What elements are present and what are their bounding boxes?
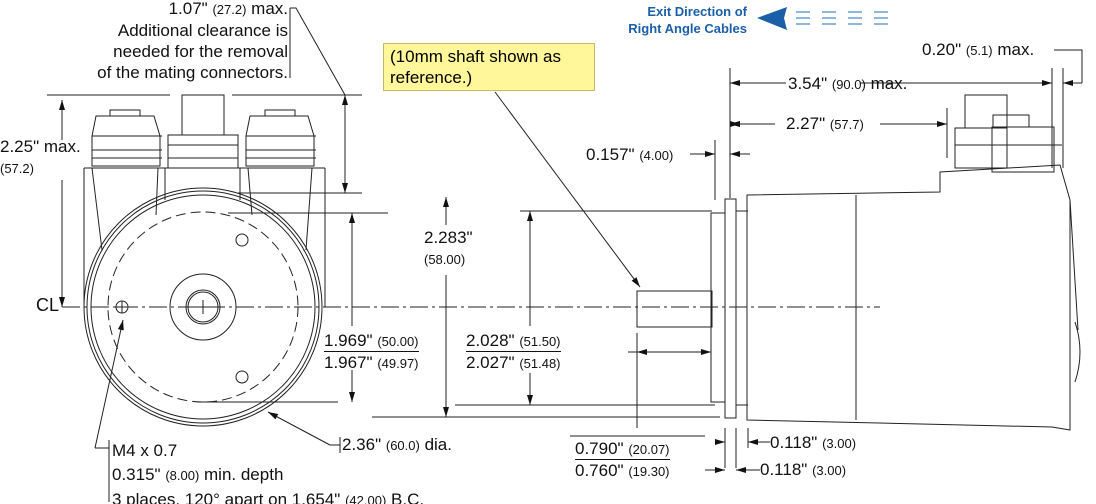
dims-d0118b-metric: (3.00) — [812, 463, 847, 478]
clearance-line: Additional clearance is — [117, 21, 288, 40]
height-metric: (57.2) — [0, 161, 34, 176]
clearance-note: 1.07" (27.2) max. Additional clearance i… — [97, 0, 288, 83]
dim-2-36-dia: 2.36" (60.0) dia. — [342, 436, 452, 455]
dim-3-54: 3.54" (90.0) max. — [788, 75, 907, 94]
dim-2-283: 2.283" — [424, 228, 473, 247]
dim-0-790: 0.790" (20.07) — [575, 439, 670, 460]
dims-d0118b-dim: 0.118" — [760, 460, 808, 479]
dims-d0157-dim: 0.157" — [586, 145, 635, 164]
exit-line1: Exit Direction of — [647, 4, 747, 19]
exit-line2: Right Angle Cables — [628, 21, 747, 36]
side-view — [636, 94, 1081, 431]
dims-d1967-dim: 1.967" — [324, 353, 373, 372]
dims-d0790-metric: (20.07) — [628, 442, 670, 457]
dim-0-760: 0.760" (19.30) — [575, 462, 670, 481]
thread_note-line3_metric: (42.00) — [345, 493, 387, 504]
clearance-line: needed for the removal — [113, 42, 288, 61]
dims-d0790-dim: 0.790" — [575, 439, 624, 458]
thread-note: M4 x 0.7 0.315" (8.00) min. depth 3 plac… — [112, 439, 424, 504]
dim-1-967: 1.967" (49.97) — [324, 354, 419, 373]
dim-2-283-metric: (58.00) — [424, 252, 466, 267]
dim-0-118-b: 0.118" (3.00) — [760, 461, 846, 480]
dims-d227-metric: (57.7) — [829, 117, 864, 132]
dims-d2028-metric: (51.50) — [519, 334, 561, 349]
dims-d0760-metric: (19.30) — [628, 464, 670, 479]
clearance-suffix: max. — [251, 0, 288, 18]
dims-d020-suffix: max. — [997, 40, 1035, 59]
dims-d2027-dim: 2.027" — [466, 353, 515, 372]
thread_note-line2_dim: 0.315" — [112, 465, 161, 484]
dims-d0760-dim: 0.760" — [575, 461, 624, 480]
dims-d020-metric: (5.1) — [965, 43, 993, 58]
dim-0-20: 0.20" (5.1) max. — [922, 41, 1034, 60]
dims-d2028-dim: 2.028" — [466, 331, 515, 350]
centerline-symbol: CL — [36, 295, 60, 315]
dims-d236-dim: 2.36" — [342, 435, 382, 454]
clearance-dim: 1.07" — [168, 0, 208, 18]
thread_note-line2_suffix: min. depth — [204, 465, 284, 484]
thread-line1: M4 x 0.7 — [112, 441, 178, 460]
dim-2-027: 2.027" (51.48) — [466, 354, 561, 373]
dims-d1969-dim: 1.969" — [324, 331, 373, 350]
dimension-lines — [47, 7, 1083, 502]
dim-2-27: 2.27" (57.7) — [786, 115, 864, 134]
clearance-metric: (27.2) — [212, 2, 247, 17]
exit-direction-label: Exit Direction of Right Angle Cables — [628, 3, 747, 37]
clearance-line: of the mating connectors. — [97, 63, 288, 82]
dim-0-157: 0.157" (4.00) — [586, 146, 673, 165]
dims-d236-metric: (60.0) — [385, 438, 420, 453]
dims-d354-metric: (90.0) — [831, 77, 866, 92]
dims-d0118a-dim: 0.118" — [770, 433, 818, 452]
thread_note-line2_metric: (8.00) — [165, 468, 200, 483]
dim-0-118-a: 0.118" (3.00) — [770, 434, 856, 453]
dim-1-969: 1.969" (50.00) — [324, 331, 419, 352]
thread_note-line3_pre: 3 places, 120° apart on 1.654" — [112, 490, 341, 504]
dims-d020-dim: 0.20" — [922, 40, 962, 59]
dims-d2027-metric: (51.48) — [519, 356, 561, 371]
dims-d227-dim: 2.27" — [786, 114, 826, 133]
dims-d1969-metric: (50.00) — [377, 334, 419, 349]
dims-d354-dim: 3.54" — [788, 74, 828, 93]
shaft-note: (10mm shaft shown as reference.) — [383, 43, 595, 91]
exit-direction-arrow-icon — [757, 7, 888, 30]
dims-d0118a-metric: (3.00) — [822, 436, 857, 451]
height-dim: 2.25" max. — [0, 137, 81, 156]
dims-d354-suffix: max. — [870, 74, 908, 93]
dims-d0157-metric: (4.00) — [639, 148, 674, 163]
dims-d236-suffix: dia. — [424, 435, 452, 454]
thread_note-line3_suffix: B.C. — [391, 490, 425, 504]
dims-d1967-metric: (49.97) — [377, 356, 419, 371]
front-view — [83, 94, 326, 427]
dim-2-028: 2.028" (51.50) — [466, 331, 561, 352]
